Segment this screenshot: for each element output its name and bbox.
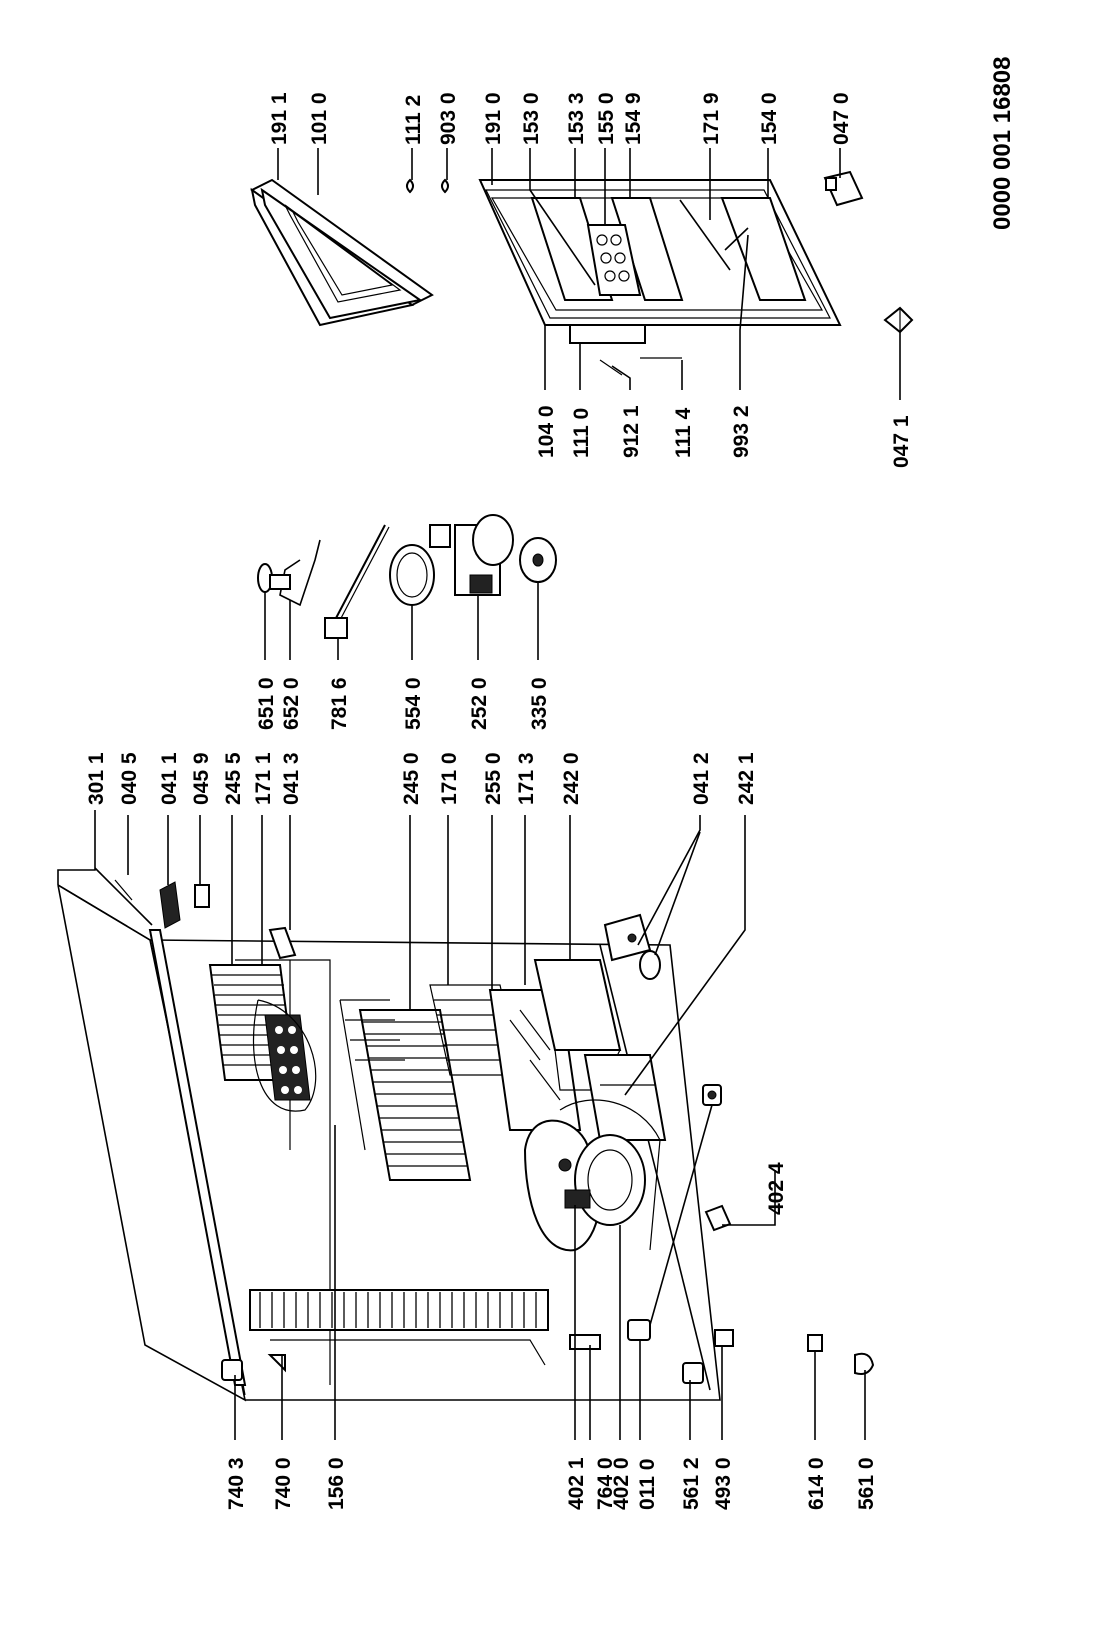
callout-0413: 041 3 — [280, 752, 303, 805]
callout-1530: 153 0 — [520, 92, 543, 145]
loose-parts — [257, 514, 557, 639]
callout-6140: 614 0 — [805, 1457, 828, 1510]
drawing-number: 0000 001 16808 — [989, 56, 1016, 230]
callout-9030: 903 0 — [437, 92, 460, 145]
callout-1114: 111 4 — [672, 407, 695, 458]
main-door — [406, 170, 914, 376]
callout-2421: 242 1 — [735, 752, 758, 805]
callout-1560: 156 0 — [325, 1457, 348, 1510]
callout-1710: 171 0 — [438, 752, 461, 805]
callout-4021: 402 1 — [565, 1457, 588, 1510]
shelf-2450 — [358, 984, 521, 1181]
callout-1112: 111 2 — [402, 95, 425, 145]
crisper-drawer-2420 — [533, 959, 622, 1091]
callout-0405: 040 5 — [118, 752, 141, 805]
callout-5540: 554 0 — [402, 677, 425, 730]
hinge-0412 — [603, 913, 661, 980]
egg-tray-1560 — [252, 999, 317, 1112]
egg-holder-1550 — [586, 224, 642, 296]
callout-1533: 153 3 — [565, 92, 588, 145]
callout-0471: 047 1 — [890, 415, 913, 468]
compressor-4020 — [523, 1099, 661, 1252]
condenser — [249, 1289, 549, 1366]
callout-3350: 335 0 — [528, 677, 551, 730]
disk-3350 — [519, 537, 557, 583]
callout-1910: 191 0 — [482, 92, 505, 145]
callout-1549: 154 9 — [622, 92, 645, 145]
callout-7400: 740 0 — [272, 1457, 295, 1510]
cap-0471 — [883, 306, 914, 334]
callout-1540: 154 0 — [758, 92, 781, 145]
callout-7403: 740 3 — [225, 1457, 248, 1510]
relay-2520 — [454, 514, 514, 596]
callout-2550: 255 0 — [482, 752, 505, 805]
hinge-0411 — [159, 881, 181, 929]
callout-2420: 242 0 — [560, 752, 583, 805]
callout-1550: 155 0 — [595, 92, 618, 145]
callout-6520: 652 0 — [280, 677, 303, 730]
foot-0110 — [627, 1319, 651, 1341]
callout-4024: 402 4 — [765, 1162, 788, 1215]
callout-6510: 651 0 — [255, 677, 278, 730]
callout-0459: 045 9 — [190, 752, 213, 805]
ring-5540 — [389, 524, 451, 606]
capillary-7816 — [324, 524, 390, 639]
callout-labels: 191 1 101 0 111 2 903 0 191 0 153 0 153 … — [85, 56, 1016, 1510]
callout-5610: 561 0 — [855, 1457, 878, 1510]
callout-1110: 111 0 — [570, 408, 593, 458]
callout-3011: 301 1 — [85, 752, 108, 805]
callout-4930: 493 0 — [712, 1457, 735, 1510]
callout-0411: 041 1 — [158, 752, 181, 805]
callout-0412: 041 2 — [690, 752, 713, 805]
callout-1040: 104 0 — [535, 405, 558, 458]
thermostat-6520 — [269, 539, 321, 607]
leader-lines — [57, 148, 901, 1440]
callout-7816: 781 6 — [328, 677, 351, 730]
callout-1713: 171 3 — [515, 752, 538, 805]
crisper-drawer-2421 — [583, 1054, 667, 1141]
hinge-0470 — [823, 170, 864, 207]
callout-7640: 764 0 — [594, 1457, 617, 1510]
callout-0110: 011 0 — [636, 1459, 659, 1510]
callout-0470: 047 0 — [830, 92, 853, 145]
callout-2520: 252 0 — [468, 677, 491, 730]
callout-1010: 101 0 — [308, 92, 331, 145]
callout-1719: 171 9 — [700, 92, 723, 145]
cabinet-body — [57, 879, 875, 1402]
callout-1711: 171 1 — [252, 752, 275, 805]
callout-9932: 993 2 — [730, 405, 753, 458]
callout-9121: 912 1 — [620, 405, 643, 458]
callout-4020: 402 0 — [610, 1457, 633, 1510]
callout-2450: 245 0 — [400, 752, 423, 805]
freezer-door — [250, 178, 434, 327]
callout-5612: 561 2 — [680, 1457, 703, 1510]
callout-1911: 191 1 — [268, 92, 291, 145]
callout-2455: 245 5 — [222, 752, 245, 805]
